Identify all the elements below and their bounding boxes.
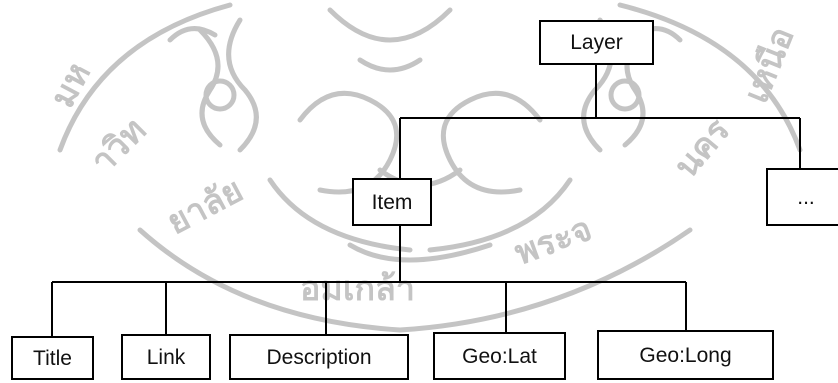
node-geo-long: Geo:Long bbox=[597, 330, 774, 380]
node-link: Link bbox=[121, 334, 211, 380]
node-ellipsis: ... bbox=[766, 168, 838, 226]
svg-text:อมเกล้า: อมเกล้า bbox=[300, 269, 415, 309]
node-item: Item bbox=[352, 178, 432, 226]
node-description: Description bbox=[229, 334, 409, 380]
node-title: Title bbox=[11, 336, 94, 380]
node-layer: Layer bbox=[539, 20, 654, 65]
node-geo-lat: Geo:Lat bbox=[433, 332, 566, 380]
